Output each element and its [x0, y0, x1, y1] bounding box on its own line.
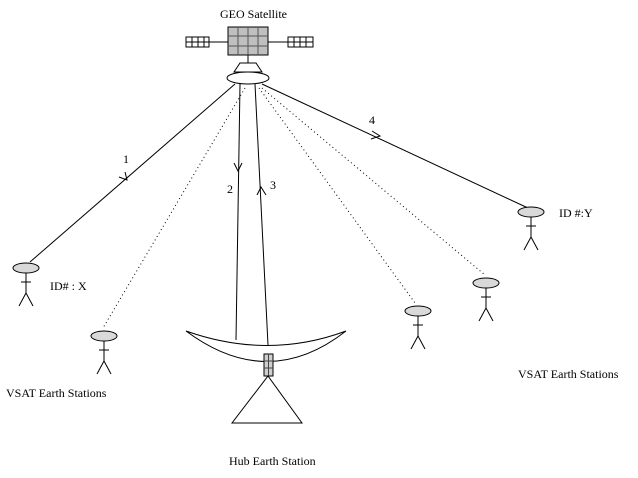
links-solid	[29, 83, 529, 346]
hub-dish	[185, 330, 347, 362]
vsat-x-dish	[12, 262, 40, 274]
vsat-station-mid	[404, 305, 432, 350]
vsat-mid-stand	[410, 316, 426, 350]
link-1-label: 1	[123, 152, 129, 166]
satellite-body-grid	[228, 27, 268, 55]
dotted-link-vsat-left	[102, 87, 246, 329]
vsat-left-bottom-stand	[96, 341, 112, 375]
satellite-label: GEO Satellite	[220, 7, 287, 21]
hub-mast-grid	[264, 354, 273, 376]
vsat-mid-dish	[404, 305, 432, 317]
link-4-label: 4	[369, 113, 375, 127]
hub-earth-station	[185, 330, 347, 424]
hub-base	[230, 375, 303, 424]
link-arrows	[118, 130, 382, 196]
vsat-group-left-label: VSAT Earth Stations	[6, 386, 107, 400]
station-x-id: ID# : X	[50, 279, 87, 293]
link-2-line	[235, 83, 241, 341]
link-4-arrow	[370, 130, 382, 140]
solar-panel-left-cells	[186, 37, 209, 47]
link-1-line	[29, 83, 236, 263]
satellite-dish	[226, 71, 270, 85]
vsat-station-left-bottom	[90, 330, 118, 375]
vsat-station-right	[472, 277, 500, 322]
link-2-arrow	[233, 162, 243, 173]
hub-label: Hub Earth Station	[229, 454, 316, 468]
vsat-right-stand	[478, 288, 494, 322]
links-dotted	[102, 87, 486, 329]
vsat-y-stand	[523, 217, 539, 251]
link-3-label: 3	[270, 178, 276, 192]
vsat-station-y	[517, 206, 545, 251]
dotted-link-vsat-right	[261, 87, 486, 276]
vsat-left-bottom-dish	[90, 330, 118, 342]
vsat-y-dish	[517, 206, 545, 218]
vsat-right-dish	[472, 277, 500, 289]
vsat-x-stand	[18, 273, 34, 307]
station-y-id: ID #:Y	[559, 206, 593, 220]
satellite-antenna-cone	[233, 62, 263, 73]
dotted-link-vsat-mid	[258, 87, 416, 304]
link-3-arrow	[256, 185, 267, 196]
geo-satellite	[185, 26, 314, 85]
link-3-line	[254, 83, 269, 346]
solar-panel-right-cells	[288, 37, 313, 47]
vsat-station-x	[12, 262, 40, 307]
link-1-arrow	[118, 171, 128, 181]
link-4-line	[261, 83, 529, 209]
link-2-label: 2	[227, 182, 233, 196]
vsat-group-right-label: VSAT Earth Stations	[518, 367, 619, 381]
